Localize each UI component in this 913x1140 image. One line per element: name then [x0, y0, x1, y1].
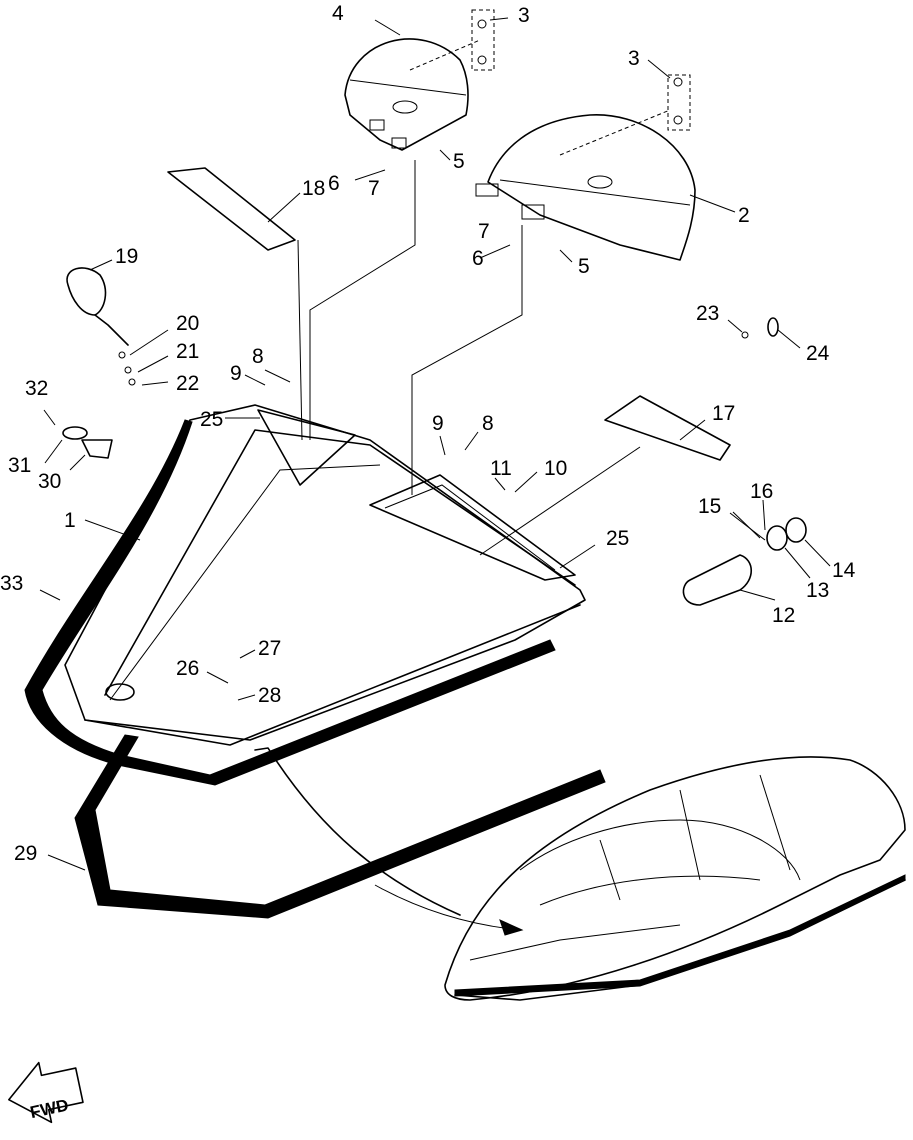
callout-25-right: 25: [606, 527, 629, 550]
seat-cushion-left: [344, 38, 481, 151]
clip-fastener: [741, 317, 779, 339]
callout-14: 14: [832, 559, 856, 582]
callout-9-right: 9: [432, 412, 444, 435]
callout-11: 11: [490, 457, 512, 480]
routing-lines: [297, 160, 641, 556]
callout-15: 15: [698, 495, 721, 518]
callout-22: 22: [176, 372, 199, 395]
boat-illustration: [444, 756, 906, 1001]
callout-2: 2: [738, 204, 750, 227]
callout-21: 21: [176, 340, 199, 363]
callout-27: 27: [258, 637, 281, 660]
cleat: [43, 409, 113, 459]
callout-30: 30: [38, 470, 61, 493]
callout-3-top: 3: [518, 4, 530, 27]
callout-24: 24: [806, 342, 830, 365]
seat-cushion-right: [475, 109, 696, 261]
callout-3-right: 3: [628, 47, 640, 70]
panel-insert-18: [167, 167, 296, 251]
callout-5-right: 5: [578, 255, 590, 278]
rub-rail-outer: [24, 419, 556, 786]
callout-8-right: 8: [482, 412, 494, 435]
fwd-arrow-to-boat: [374, 884, 521, 931]
callout-10: 10: [544, 457, 567, 480]
fwd-label: FWD: [28, 1095, 70, 1122]
callout-17: 17: [712, 402, 735, 425]
callout-29: 29: [14, 842, 37, 865]
callout-13: 13: [806, 579, 829, 602]
callout-9-left: 9: [230, 362, 242, 385]
mirror: [66, 267, 136, 386]
snap-fastener-right: [667, 74, 691, 131]
callout-8-left: 8: [252, 345, 264, 368]
hull-stripe: [74, 734, 606, 919]
callout-18: 18: [302, 177, 325, 200]
hull-stripe-inner: [254, 747, 461, 916]
callout-26: 26: [176, 657, 199, 680]
callout-28: 28: [258, 684, 281, 707]
forward-direction-arrow: FWD: [8, 1061, 84, 1124]
callout-12: 12: [772, 604, 795, 627]
callout-5-left: 5: [453, 150, 465, 173]
bow-deck: [64, 404, 586, 746]
callout-6-left: 6: [328, 172, 340, 195]
callout-20: 20: [176, 312, 199, 335]
callout-32: 32: [25, 377, 48, 400]
fwd-arrow-head: [499, 919, 524, 936]
callout-16: 16: [750, 480, 773, 503]
callout-33: 33: [0, 572, 23, 595]
leader-lines: [39, 17, 831, 871]
callout-7-right: 7: [478, 220, 490, 243]
callout-numbers: 4 3 3 2 5 5 6 6 7 7 18 19 20 21 22 9 8 9…: [0, 2, 856, 865]
snap-fastener-top: [471, 9, 495, 71]
callout-19: 19: [115, 245, 138, 268]
callout-7-left: 7: [368, 177, 380, 200]
panel-insert-17: [604, 395, 731, 461]
callout-23: 23: [696, 302, 719, 325]
callout-31: 31: [8, 454, 31, 477]
callout-4: 4: [332, 2, 344, 25]
callout-25-left: 25: [200, 408, 223, 431]
callout-1: 1: [64, 509, 76, 532]
callout-6-right: 6: [472, 247, 484, 270]
